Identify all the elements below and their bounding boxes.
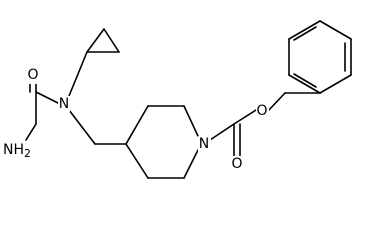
amide-oxygen-label: O (27, 67, 39, 84)
amine-subscript: 2 (24, 147, 31, 160)
amide-nitrogen-label: N (58, 96, 70, 112)
bond-benzene-6 (288, 74, 321, 94)
bond-piperidine-1 (125, 105, 149, 145)
bond-piperidine-4 (183, 149, 199, 179)
bond-n-carbamate (209, 123, 235, 141)
bond-cyclopropyl-2 (103, 28, 120, 53)
amine-nh: NH (3, 142, 24, 158)
chemical-structure-diagram: O N NH2 N O O (2, 20, 352, 179)
bond-ch2-nh2 (25, 123, 37, 141)
bond-piperidine-6 (125, 143, 149, 179)
bond-cyclopropyl-n (68, 51, 88, 97)
bond-benzene-double-2 (293, 26, 317, 41)
bond-carbamate-ester-o (233, 109, 257, 125)
carbonyl-oxygen-label: O (231, 156, 244, 172)
amine-label: NH2 (2, 141, 42, 160)
bond-benzene-3 (319, 20, 352, 40)
bond-piperidine-3 (183, 105, 199, 137)
atom-labels: O N NH2 N O O (2, 67, 269, 172)
bond-benzene-4 (288, 20, 321, 40)
piperidine-nitrogen-label: N (198, 136, 211, 152)
svg-text:O: O (27, 67, 38, 83)
bonds (25, 20, 352, 179)
svg-text:N: N (199, 136, 209, 152)
svg-text:O: O (256, 103, 267, 119)
bond-cyclopropyl-1 (86, 28, 105, 53)
bond-n-carbonyl (35, 91, 59, 104)
bond-benzene-double-3 (293, 73, 317, 88)
svg-text:O: O (231, 156, 242, 172)
bond-n-linker (68, 109, 96, 145)
svg-text:NH2: NH2 (3, 142, 31, 160)
svg-text:N: N (59, 96, 69, 112)
bond-ester-o-ch2 (267, 92, 286, 112)
bond-benzene-1 (319, 74, 352, 94)
ester-oxygen-label: O (256, 103, 269, 119)
